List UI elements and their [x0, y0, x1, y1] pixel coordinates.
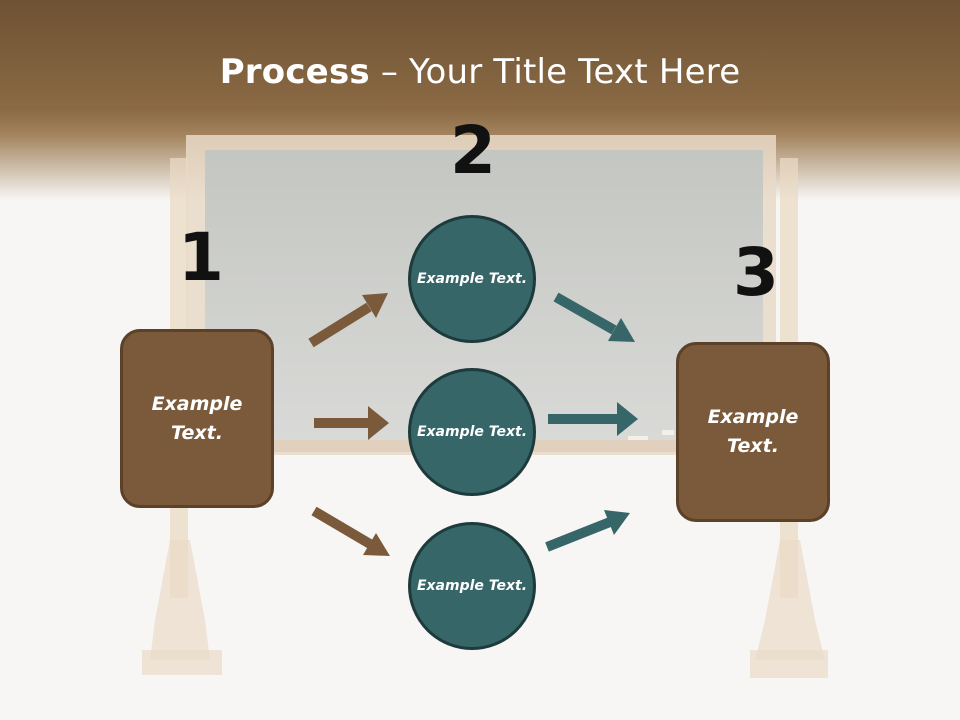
step-3-box: Example Text. [676, 342, 830, 522]
arrow-middle-to-3-head [617, 402, 638, 436]
step-3-text: Example Text. [707, 406, 799, 457]
title-rest: – Your Title Text Here [369, 52, 741, 92]
arrow-1-to-middle-head [368, 406, 389, 440]
step-2-middle-text: Example Text. [416, 423, 528, 440]
arrow-bottom-to-3-head [604, 510, 630, 535]
step-1-text: Example Text. [151, 392, 243, 444]
arrow-1-to-top [308, 302, 372, 348]
step-2-bottom-text: Example Text. [416, 577, 528, 594]
step-1-box: Example Text. [120, 329, 274, 508]
arrow-1-to-top-head [362, 293, 388, 318]
step-number-2: 2 [450, 112, 496, 189]
slide-title: Process – Your Title Text Here [0, 52, 960, 92]
step-2-top-text: Example Text. [416, 270, 528, 287]
step-2-circle-bottom: Example Text. [408, 522, 536, 650]
arrow-top-to-3 [553, 292, 617, 335]
arrow-top-to-3-head [608, 318, 635, 342]
step-2-circle-middle: Example Text. [408, 368, 536, 496]
step-2-circle-top: Example Text. [408, 215, 536, 343]
arrow-bottom-to-3 [545, 517, 612, 552]
step-number-1: 1 [178, 219, 224, 296]
title-bold: Process [219, 52, 370, 92]
arrow-1-to-bottom [311, 506, 373, 549]
step-number-3: 3 [733, 234, 779, 311]
arrow-1-to-bottom-head [363, 533, 390, 556]
